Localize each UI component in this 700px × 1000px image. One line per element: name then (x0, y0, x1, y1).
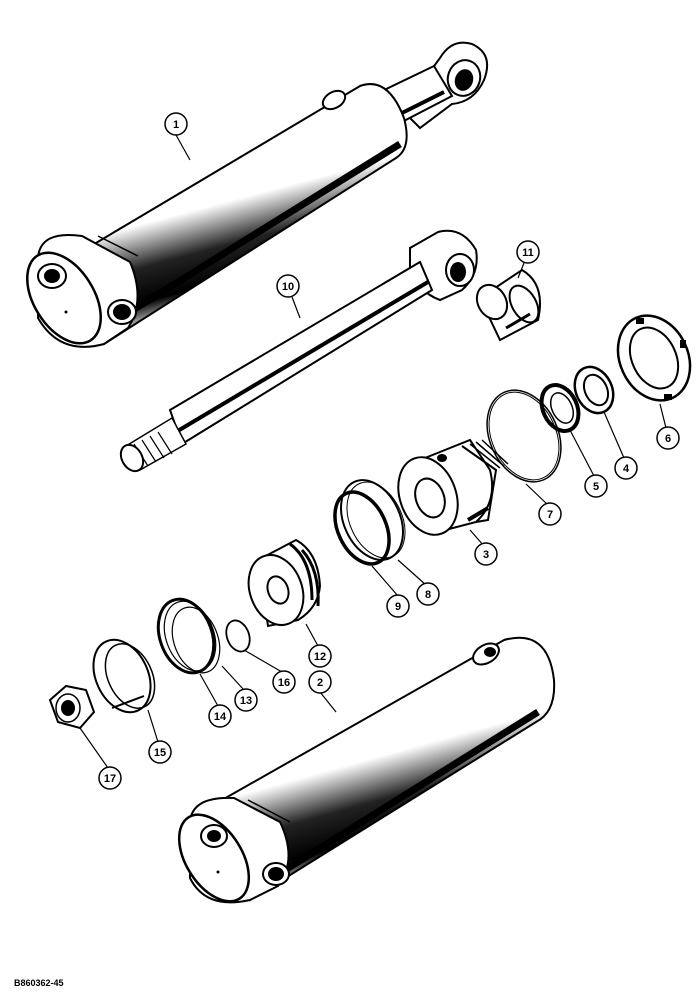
callout-2: 2 (308, 670, 332, 694)
callout-8: 8 (416, 582, 440, 606)
callout-3: 3 (474, 542, 498, 566)
callout-6: 6 (656, 426, 680, 450)
part-12-piston (247, 538, 322, 628)
part-10-piston-rod (119, 229, 478, 473)
callout-11: 11 (516, 240, 540, 264)
svg-text:9: 9 (395, 601, 401, 613)
svg-text:10: 10 (282, 281, 294, 293)
svg-text:3: 3 (483, 549, 489, 561)
svg-text:16: 16 (278, 677, 290, 689)
callout-13: 13 (234, 688, 258, 712)
svg-text:4: 4 (623, 463, 630, 475)
svg-text:6: 6 (665, 433, 671, 445)
svg-text:7: 7 (547, 509, 553, 521)
part-9-o-ring (333, 490, 391, 566)
part-11-bushing (475, 268, 541, 342)
part-15-wear-ring (92, 638, 156, 714)
figure-code: B860362-45 (14, 978, 64, 988)
part-13-wear-ring (171, 606, 221, 674)
callout-7: 7 (538, 502, 562, 526)
callout-10: 10 (276, 274, 300, 298)
callout-12: 12 (308, 644, 332, 668)
svg-text:2: 2 (317, 677, 323, 689)
callout-9: 9 (386, 594, 410, 618)
svg-text:11: 11 (522, 247, 534, 259)
part-2-barrel (177, 636, 556, 904)
part-14-piston-seal (156, 597, 217, 675)
svg-text:12: 12 (314, 651, 326, 663)
callout-15: 15 (148, 740, 172, 764)
svg-text:15: 15 (154, 747, 166, 759)
part-3-gland (397, 438, 509, 536)
callout-17: 17 (98, 766, 122, 790)
svg-text:14: 14 (214, 711, 227, 723)
callout-16: 16 (272, 670, 296, 694)
svg-text:8: 8 (425, 589, 431, 601)
callout-14: 14 (208, 704, 232, 728)
svg-text:5: 5 (593, 481, 599, 493)
part-1-cylinder-assembly (26, 41, 488, 348)
part-16-o-ring (225, 619, 251, 653)
callout-4: 4 (614, 456, 638, 480)
part-17-hex-nut (48, 684, 96, 730)
part-6-lock-nut (616, 314, 692, 402)
part-5-rod-seal (539, 383, 581, 433)
svg-text:1: 1 (173, 119, 179, 131)
part-8-backup-ring (340, 479, 406, 561)
callout-5: 5 (584, 474, 608, 498)
part-4-wiper (573, 365, 615, 415)
callout-1: 1 (164, 112, 188, 136)
leader-lines (79, 134, 667, 769)
svg-text:17: 17 (104, 773, 116, 785)
svg-text:13: 13 (240, 695, 252, 707)
